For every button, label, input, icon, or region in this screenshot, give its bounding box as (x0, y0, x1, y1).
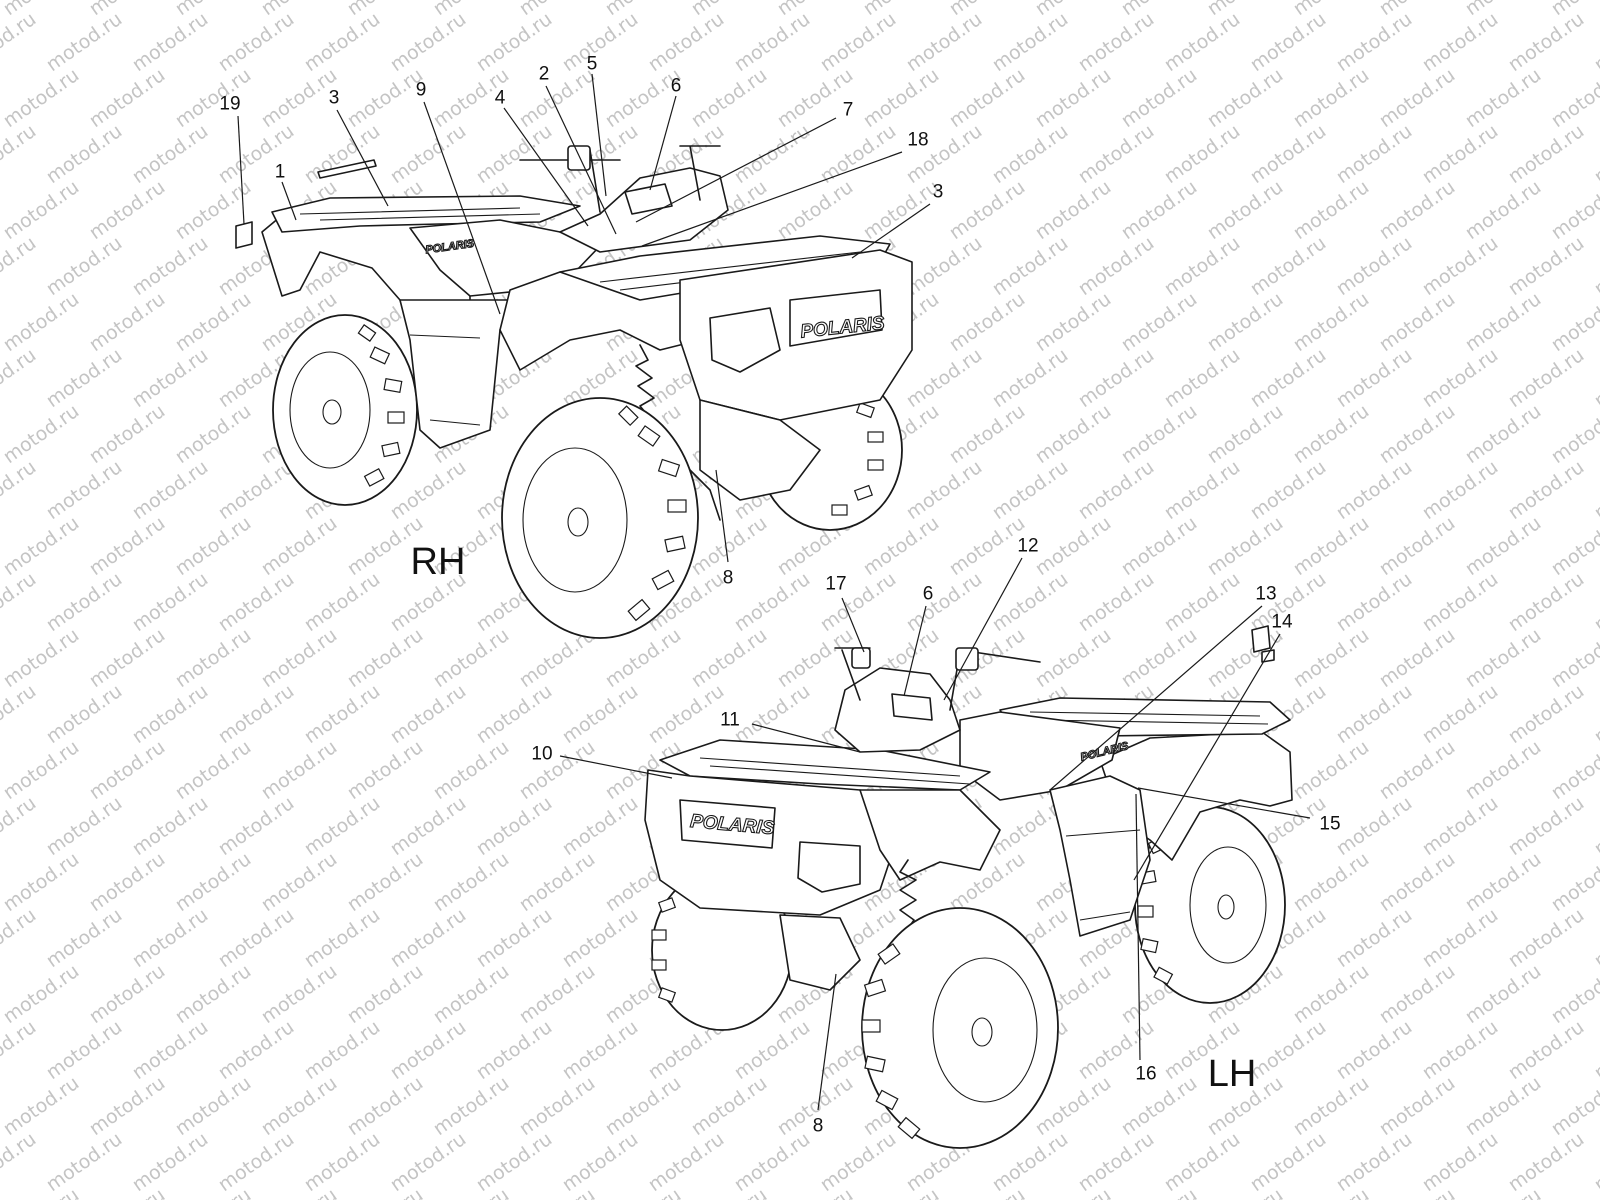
rh-front-shock (635, 344, 661, 431)
callout-rh-4: 4 (494, 87, 506, 109)
callout-rh-19: 19 (219, 93, 241, 115)
rh-rear-rack (271, 195, 581, 233)
lh-grille (679, 799, 776, 849)
rh-front-wheel (501, 397, 699, 639)
callout-rh-5: 5 (586, 53, 598, 75)
callout-rh-18: 18 (907, 129, 929, 151)
rh-grille (789, 289, 883, 347)
rh-headlight (709, 307, 781, 373)
lh-front-shock (899, 859, 917, 941)
callout-rh-8: 8 (722, 567, 734, 589)
callout-lh-11: 11 (720, 709, 740, 731)
callout-rh-3-rear: 3 (328, 87, 340, 109)
lh-side-panel (1049, 775, 1151, 937)
callout-rh-9: 9 (415, 79, 427, 101)
view-label-lh: LH (1207, 1053, 1257, 1095)
lh-grille-brand: POLARIS (689, 811, 775, 839)
lh-decal-13 (1251, 625, 1271, 653)
atv-lh-view: POLARIS POLARIS (644, 625, 1293, 1149)
callout-rh-7: 7 (842, 99, 854, 121)
callout-lh-14: 14 (1271, 611, 1293, 633)
callout-rh-2: 2 (538, 63, 550, 85)
callout-lh-16: 16 (1135, 1063, 1157, 1085)
callout-lh-8: 8 (812, 1115, 824, 1137)
view-label-rh: RH (410, 541, 466, 583)
callout-lh-13: 13 (1255, 583, 1277, 605)
atv-rh-view: POLARIS POLARIS (261, 145, 913, 639)
rh-side-panel (399, 299, 521, 449)
rh-rear-wheel (272, 314, 418, 506)
rh-decal-19 (235, 221, 253, 249)
lh-headlight (797, 841, 861, 893)
callout-lh-15: 15 (1319, 813, 1341, 835)
callout-lh-6: 6 (922, 583, 934, 605)
callout-rh-1: 1 (274, 161, 286, 183)
callout-lh-12: 12 (1017, 535, 1039, 557)
lh-front-fender (859, 789, 1001, 881)
callout-lh-17: 17 (825, 573, 847, 595)
callout-lh-10: 10 (531, 743, 553, 765)
lh-front-wheel (861, 907, 1059, 1149)
callout-rh-3-front: 3 (932, 181, 944, 203)
rh-decal-3 (317, 159, 377, 179)
leader-lines (237, 73, 1311, 1111)
callout-rh-6: 6 (670, 75, 682, 97)
